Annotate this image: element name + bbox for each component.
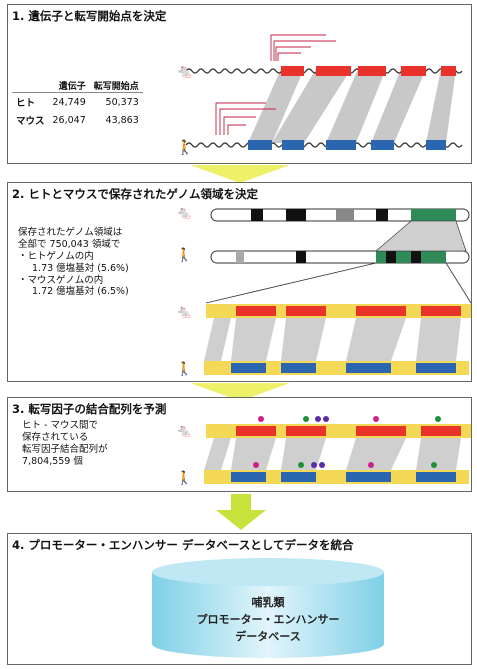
table-row-human: ヒト 24,749 50,373 bbox=[12, 92, 143, 112]
step3-panel: 3. 転写因子の結合配列を予測 ヒト - マウス間で 保存されている 転写因子結… bbox=[7, 397, 472, 492]
mouse-silhouette-icon: 🐁 bbox=[176, 305, 192, 320]
desc-line: ・ヒトゲノムの内 bbox=[18, 250, 94, 262]
desc-line: 保存されたゲノム領域は bbox=[18, 227, 123, 238]
desc-line: 保存されている bbox=[22, 431, 89, 443]
col-gene-header: 遺伝子 bbox=[58, 82, 86, 92]
mouse-silhouette-icon: 🐁 bbox=[176, 424, 192, 439]
db-label-line: 哺乳類 bbox=[251, 596, 285, 609]
desc-line: 7,804,559 個 bbox=[22, 455, 83, 467]
step4-panel: 4. プロモーター・エンハンサー データベースとしてデータを統合 哺乳類 プロモ… bbox=[7, 533, 472, 665]
desc-line: ヒト - マウス間で bbox=[22, 420, 98, 431]
database-cylinder: 哺乳類 プロモーター・エンハンサー データベース bbox=[148, 556, 388, 660]
row-genes: 26,047 bbox=[52, 114, 86, 126]
step2-synteny-diagram: 🐁 🚶 🐁 🚶 bbox=[176, 206, 472, 377]
step1-gene-diagram: 🐁 🚶 bbox=[176, 34, 463, 156]
human-silhouette-icon: 🚶 bbox=[176, 139, 193, 156]
mouse-exon bbox=[248, 140, 272, 150]
desc-line: ・マウスゲノムの内 bbox=[18, 274, 104, 286]
mouse-silhouette-icon: 🐁 bbox=[176, 206, 192, 221]
desc-line: 1.72 億塩基対 (6.5%) bbox=[32, 286, 129, 298]
human-silhouette-icon: 🚶 bbox=[176, 247, 192, 263]
human-exon bbox=[281, 66, 304, 76]
row-species: ヒト bbox=[16, 98, 36, 109]
db-label-line: プロモーター・エンハンサー bbox=[196, 613, 340, 626]
step3-tfbs-diagram: 🐁 🚶 bbox=[176, 416, 471, 486]
row-tss: 43,863 bbox=[105, 114, 139, 126]
mouse-silhouette-icon: 🐁 bbox=[176, 64, 193, 80]
db-label-line: データベース bbox=[235, 630, 301, 643]
human-exon bbox=[401, 66, 426, 76]
down-arrow bbox=[190, 165, 290, 183]
table-row-mouse: マウス 26,047 43,863 bbox=[12, 111, 143, 129]
mouse-exon bbox=[426, 140, 446, 150]
human-silhouette-icon: 🚶 bbox=[176, 470, 192, 486]
step2-panel: 2. ヒトとマウスで保存されたゲノム領域を決定 保存されたゲノム領域は 全部で … bbox=[7, 182, 472, 382]
gene-tss-table: 遺伝子 転写開始点 ヒト 24,749 50,373 マウス 26,047 43… bbox=[12, 79, 143, 129]
mouse-exon bbox=[326, 140, 356, 150]
col-tss-header: 転写開始点 bbox=[93, 82, 139, 92]
step3-description: ヒト - マウス間で 保存されている 転写因子結合配列が 7,804,559 個 bbox=[22, 420, 108, 468]
desc-line: 転写因子結合配列が bbox=[22, 443, 108, 455]
row-species: マウス bbox=[16, 116, 45, 127]
step1-panel: 1. 遺伝子と転写開始点を決定 遺伝子 転写開始点 ヒト 24,749 50,3… bbox=[7, 4, 472, 164]
down-arrow bbox=[190, 383, 290, 401]
human-silhouette-icon: 🚶 bbox=[176, 361, 192, 377]
step1-title: 1. 遺伝子と転写開始点を決定 bbox=[12, 9, 167, 23]
tfbs-markers bbox=[258, 416, 441, 422]
mouse-exon bbox=[371, 140, 394, 150]
row-tss: 50,373 bbox=[105, 96, 139, 108]
step2-title: 2. ヒトとマウスで保存されたゲノム領域を決定 bbox=[12, 187, 259, 201]
desc-line: 全部で 750,043 領域で bbox=[18, 238, 121, 250]
step3-title: 3. 転写因子の結合配列を予測 bbox=[12, 402, 167, 416]
down-arrow bbox=[216, 494, 266, 530]
step2-description: 保存されたゲノム領域は 全部で 750,043 領域で ・ヒトゲノムの内 1.7… bbox=[18, 227, 129, 298]
human-exon bbox=[358, 66, 386, 76]
desc-line: 1.73 億塩基対 (5.6%) bbox=[32, 262, 129, 274]
human-exon bbox=[316, 66, 351, 76]
human-exon bbox=[441, 66, 456, 76]
step4-title: 4. プロモーター・エンハンサー データベースとしてデータを統合 bbox=[12, 538, 354, 552]
row-genes: 24,749 bbox=[52, 96, 86, 108]
table-header-row: 遺伝子 転写開始点 bbox=[12, 79, 143, 93]
mouse-exon bbox=[282, 140, 304, 150]
